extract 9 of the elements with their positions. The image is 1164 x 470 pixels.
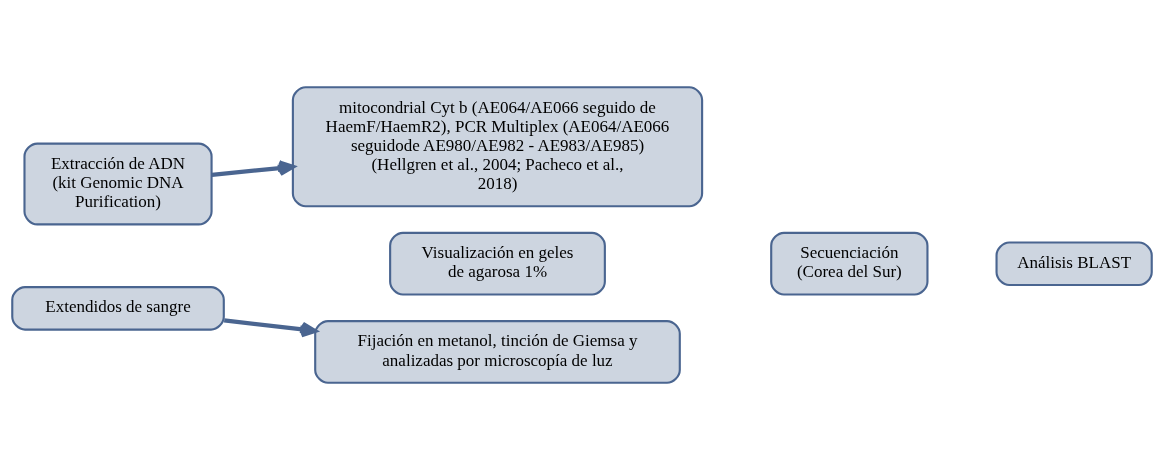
node-box: Fijación en metanol, tinción de Giemsa y analizadas por microscopía de luz <box>314 320 681 384</box>
arrow <box>223 318 318 338</box>
node-box: Extracción de ADN (kit Genomic DNA Purification) <box>23 142 213 226</box>
arrow <box>211 160 295 177</box>
node-box: Secuenciación (Corea del Sur) <box>770 231 929 296</box>
node-box: Extendidos de sangre <box>11 286 225 331</box>
node-box: Visualización en geles de agarosa 1% <box>389 231 606 296</box>
node-box: mitocondrial Cyt b (AE064/AE066 seguido de HaemF/HaemR2), PCR Multiplex (AE064/AE066 seguidode AE980/AE982 - AE983/AE985) (Hellgren et al., 2004; Pacheco et al., 2018) <box>291 86 704 208</box>
node-box: Análisis BLAST <box>995 241 1153 287</box>
